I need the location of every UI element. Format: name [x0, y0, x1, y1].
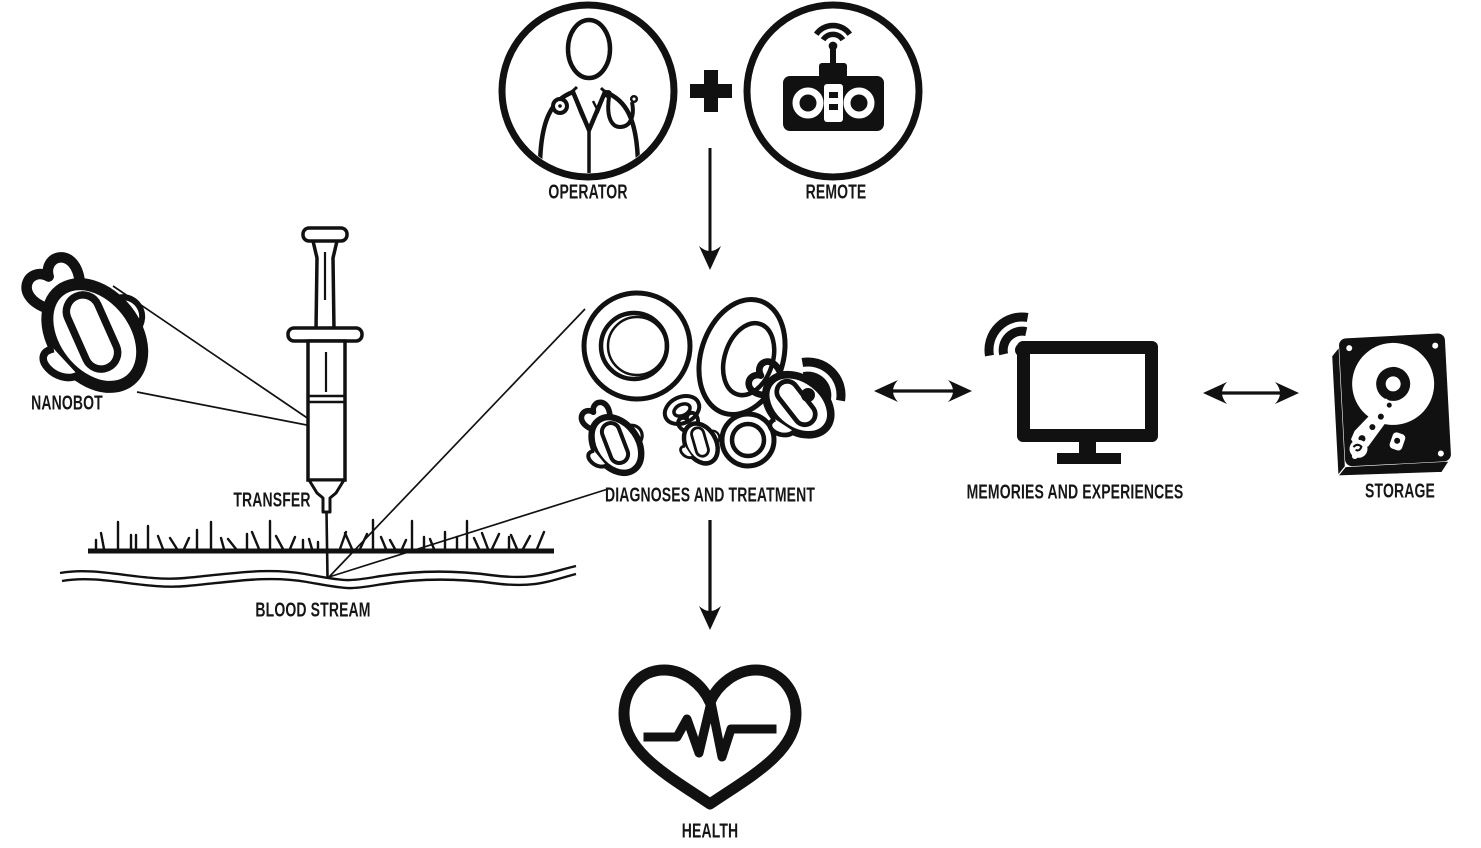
pulse-line — [643, 697, 777, 762]
needle-pointer-lines — [328, 308, 609, 578]
blood-vessel — [59, 564, 577, 590]
blood-stream-label: BLOOD STREAM — [255, 599, 371, 622]
skin-hairs — [94, 518, 546, 551]
blood-cells-with-nanobots-icon — [565, 290, 850, 488]
computer-monitor-icon — [980, 308, 1158, 464]
hard-disk-drive-icon — [1331, 333, 1451, 478]
arrow-diagnoses-memories — [874, 380, 972, 402]
heart-pulse-icon — [618, 664, 802, 810]
operator-node — [498, 1, 678, 181]
health-label: HEALTH — [681, 820, 739, 843]
memories-label: MEMORIES AND EXPERIENCES — [966, 481, 1184, 504]
diagnoses-label: DIAGNOSES AND TREATMENT — [604, 484, 816, 507]
remote-control-icon — [783, 26, 884, 131]
transfer-label: TRANSFER — [233, 489, 311, 512]
nanobot-bug — [565, 392, 657, 488]
blood-cell — [662, 393, 702, 427]
nanobot-icon — [0, 236, 172, 416]
plus-icon — [690, 70, 732, 112]
syringe-icon — [286, 226, 364, 578]
arrow-diagnoses-to-health — [699, 520, 721, 630]
doctor-icon — [537, 17, 641, 173]
arrow-memories-storage — [1203, 382, 1299, 404]
remote-label: REMOTE — [805, 181, 867, 204]
nanobot-pointer-lines — [112, 285, 323, 429]
nanobot-label: NANOBOT — [31, 392, 103, 415]
arrow-operator-to-diagnoses — [699, 148, 721, 270]
remote-node — [743, 1, 923, 181]
skin-line — [88, 518, 554, 554]
operator-label: OPERATOR — [548, 181, 628, 204]
storage-label: STORAGE — [1365, 480, 1435, 503]
